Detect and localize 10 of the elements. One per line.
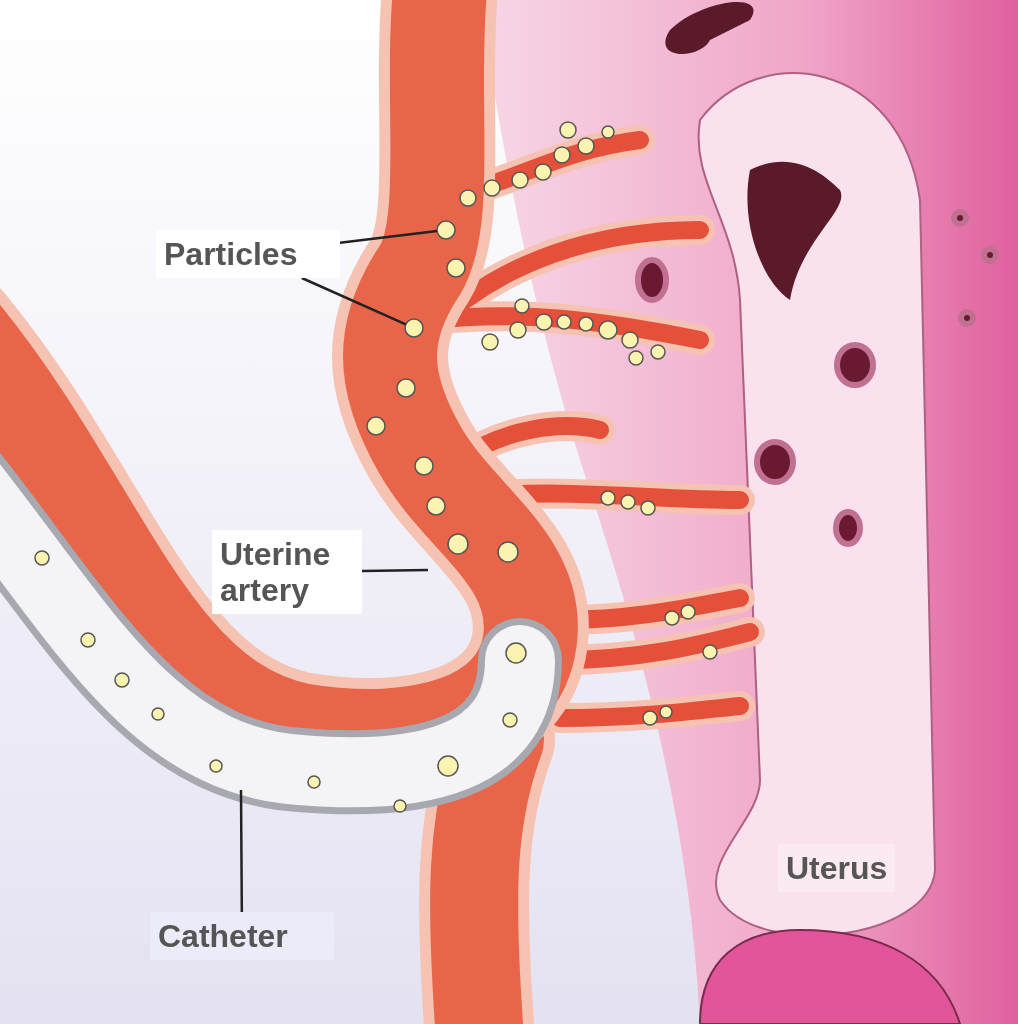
leader-line	[301, 276, 407, 326]
callout-label: Uterine artery	[212, 530, 362, 614]
particle	[404, 318, 424, 338]
leader-line	[362, 568, 428, 573]
leader-line	[339, 229, 438, 245]
callout-label: Catheter	[150, 912, 334, 960]
part-label: Uterus	[778, 844, 896, 892]
particle	[436, 220, 456, 240]
leader-line	[239, 790, 244, 912]
callout-label: Particles	[156, 230, 340, 278]
